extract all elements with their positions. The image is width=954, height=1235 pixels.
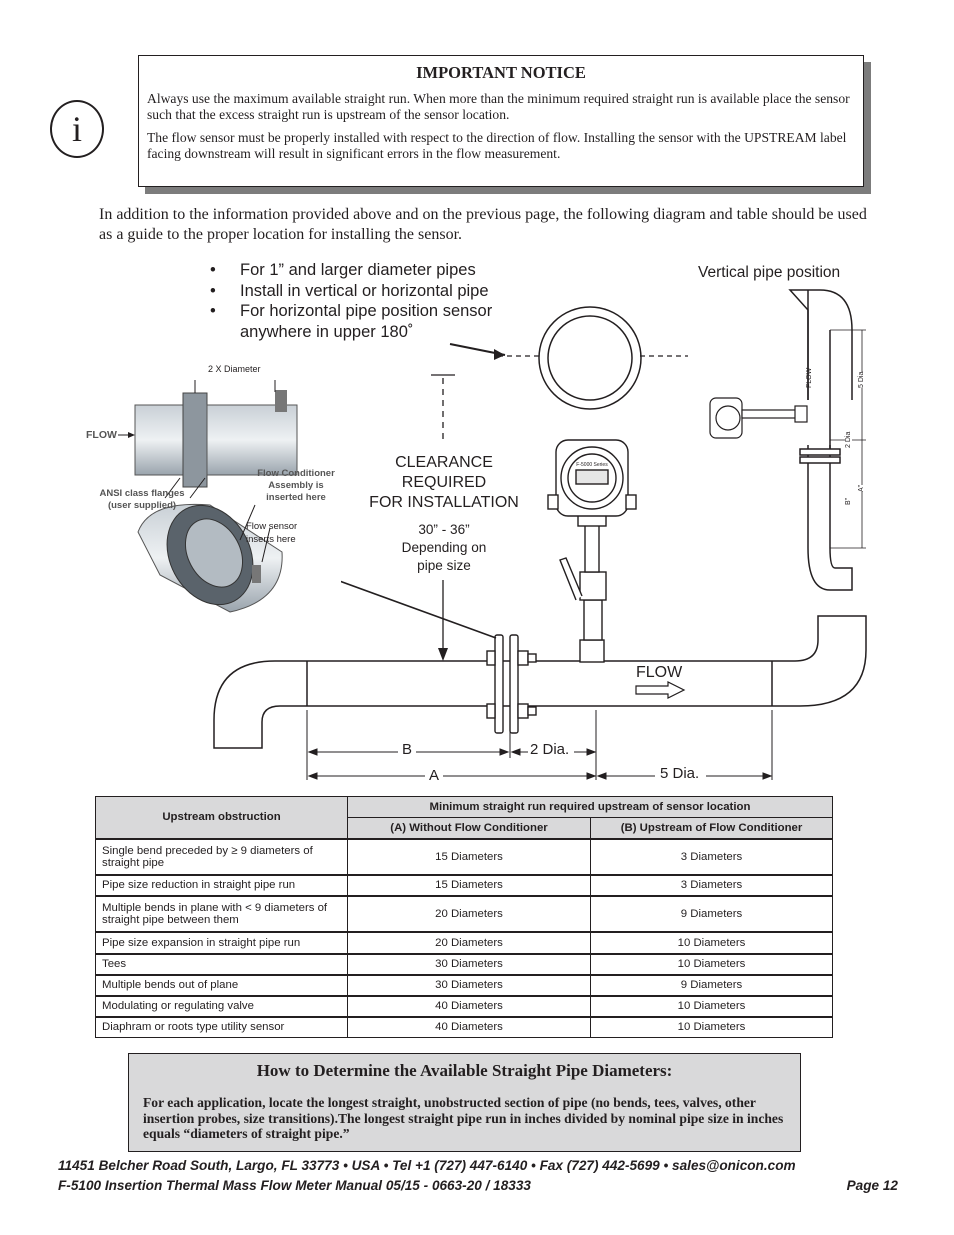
table-row: Pipe size reduction in straight pipe run… — [95, 873, 833, 896]
bullet-item: For horizontal pipe position sensor anyw… — [208, 301, 528, 342]
value-a-cell: 30 Diameters — [347, 973, 591, 996]
dimension-2dia-label: 2 Dia. — [530, 741, 570, 758]
table-row: Tees 30 Diameters 10 Diameters — [95, 952, 833, 975]
flow-meter-assembly — [547, 439, 637, 663]
howto-body: For each application, locate the longest… — [143, 1095, 784, 1141]
vertical-b-label: B" — [845, 497, 852, 505]
obstruction-cell: Diaphram or roots type utility sensor — [95, 1015, 348, 1038]
pipe-cross-section — [538, 306, 642, 410]
value-b-cell: 9 Diameters — [590, 973, 833, 996]
obstruction-cell: Pipe size reduction in straight pipe run — [95, 873, 348, 896]
col-upstream-header: Upstream obstruction — [95, 796, 348, 839]
value-b-cell: 10 Diameters — [590, 1015, 833, 1038]
sensor-inserts-label: Flow sensor inserts here — [246, 521, 298, 545]
installation-diagram: F-5000 Series — [83, 289, 867, 780]
howto-title: How to Determine the Available Straight … — [256, 1061, 673, 1080]
table-row: Multiple bends out of plane 30 Diameters… — [95, 973, 833, 996]
dimension-b-label: B — [402, 741, 413, 758]
vertical-pipe — [788, 289, 853, 591]
value-a-cell: 20 Diameters — [347, 894, 591, 932]
horizontal-pipe — [213, 615, 867, 749]
group-header: Minimum straight run required upstream o… — [347, 796, 833, 818]
intro-paragraph: In addition to the information provided … — [99, 206, 867, 243]
ansi-flanges-label: ANSI class flanges (user supplied) — [99, 488, 185, 511]
table-row: Multiple bends in plane with < 9 diamete… — [95, 894, 833, 932]
notice-paragraph-2: The flow sensor must be properly install… — [147, 130, 847, 161]
col-b-header: (B) Upstream of Flow Conditioner — [590, 817, 833, 839]
two-x-diameter-label: 2 X Diameter — [208, 364, 261, 374]
howto-box: How to Determine the Available Straight … — [128, 1053, 801, 1152]
value-b-cell: 10 Diameters — [590, 994, 833, 1017]
vertical-pipe-label: Vertical pipe position — [698, 264, 841, 281]
value-a-cell: 30 Diameters — [347, 952, 591, 975]
table-row: Diaphram or roots type utility sensor 40… — [95, 1015, 833, 1038]
clearance-label: CLEARANCE REQUIRED FOR INSTALLATION — [369, 454, 519, 511]
table-row: Modulating or regulating valve 40 Diamet… — [95, 994, 833, 1017]
value-b-cell: 10 Diameters — [590, 930, 833, 954]
flow-direction-label: FLOW — [636, 664, 683, 681]
value-a-cell: 40 Diameters — [347, 1015, 591, 1038]
table-row: Single bend preceded by ≥ 9 diameters of… — [95, 837, 833, 875]
vertical-meter — [709, 397, 808, 439]
obstruction-cell: Pipe size expansion in straight pipe run — [95, 930, 348, 954]
bullet-item: For 1” and larger diameter pipes — [208, 260, 528, 281]
notice-title: IMPORTANT NOTICE — [416, 63, 586, 82]
flange-pair — [486, 634, 537, 734]
value-b-cell: 9 Diameters — [590, 894, 833, 932]
obstruction-cell: Tees — [95, 952, 348, 975]
important-notice-box: IMPORTANT NOTICE Always use the maximum … — [138, 55, 864, 187]
vertical-flow-label: FLOW — [806, 367, 813, 388]
dimension-lines — [306, 710, 773, 780]
vertical-5dia-label: 5 Dia — [858, 371, 865, 388]
table-row: Pipe size expansion in straight pipe run… — [95, 930, 833, 954]
flow-conditioner-inset — [83, 360, 341, 635]
bullet-item: Install in vertical or horizontal pipe — [208, 281, 528, 302]
value-b-cell: 3 Diameters — [590, 873, 833, 896]
meter-label: F-5000 Series — [576, 462, 608, 468]
notice-paragraph-1: Always use the maximum available straigh… — [147, 91, 850, 122]
footer-manual: F-5100 Insertion Thermal Mass Flow Meter… — [58, 1178, 531, 1193]
obstruction-cell: Multiple bends out of plane — [95, 973, 348, 996]
vertical-a-label: A" — [858, 484, 865, 492]
value-a-cell: 15 Diameters — [347, 873, 591, 896]
dimension-a-label: A — [429, 767, 440, 784]
vertical-2dia-label: 2 Dia — [845, 431, 852, 448]
flow-arrow-icon — [635, 681, 686, 699]
obstruction-cell: Single bend preceded by ≥ 9 diameters of… — [95, 837, 348, 875]
bullet-list: For 1” and larger diameter pipes Install… — [208, 260, 528, 342]
value-b-cell: 10 Diameters — [590, 952, 833, 975]
value-a-cell: 40 Diameters — [347, 994, 591, 1017]
value-a-cell: 20 Diameters — [347, 930, 591, 954]
col-a-header: (A) Without Flow Conditioner — [347, 817, 591, 839]
clearance-distance-label: 30” - 36” Depending on pipe size — [374, 521, 514, 575]
value-a-cell: 15 Diameters — [347, 837, 591, 875]
obstruction-cell: Modulating or regulating valve — [95, 994, 348, 1017]
inset-flow-label: FLOW — [86, 429, 117, 441]
info-icon: i — [50, 100, 104, 158]
footer-address: 11451 Belcher Road South, Largo, FL 3377… — [58, 1158, 796, 1173]
footer-page-number: Page 12 — [846, 1178, 898, 1193]
flow-conditioner-label: Flow Conditioner Assembly is inserted he… — [257, 468, 335, 503]
value-b-cell: 3 Diameters — [590, 837, 833, 875]
dimension-5dia-label: 5 Dia. — [660, 765, 700, 782]
obstruction-cell: Multiple bends in plane with < 9 diamete… — [95, 894, 348, 932]
straight-run-table: Upstream obstruction Minimum straight ru… — [95, 796, 833, 1038]
